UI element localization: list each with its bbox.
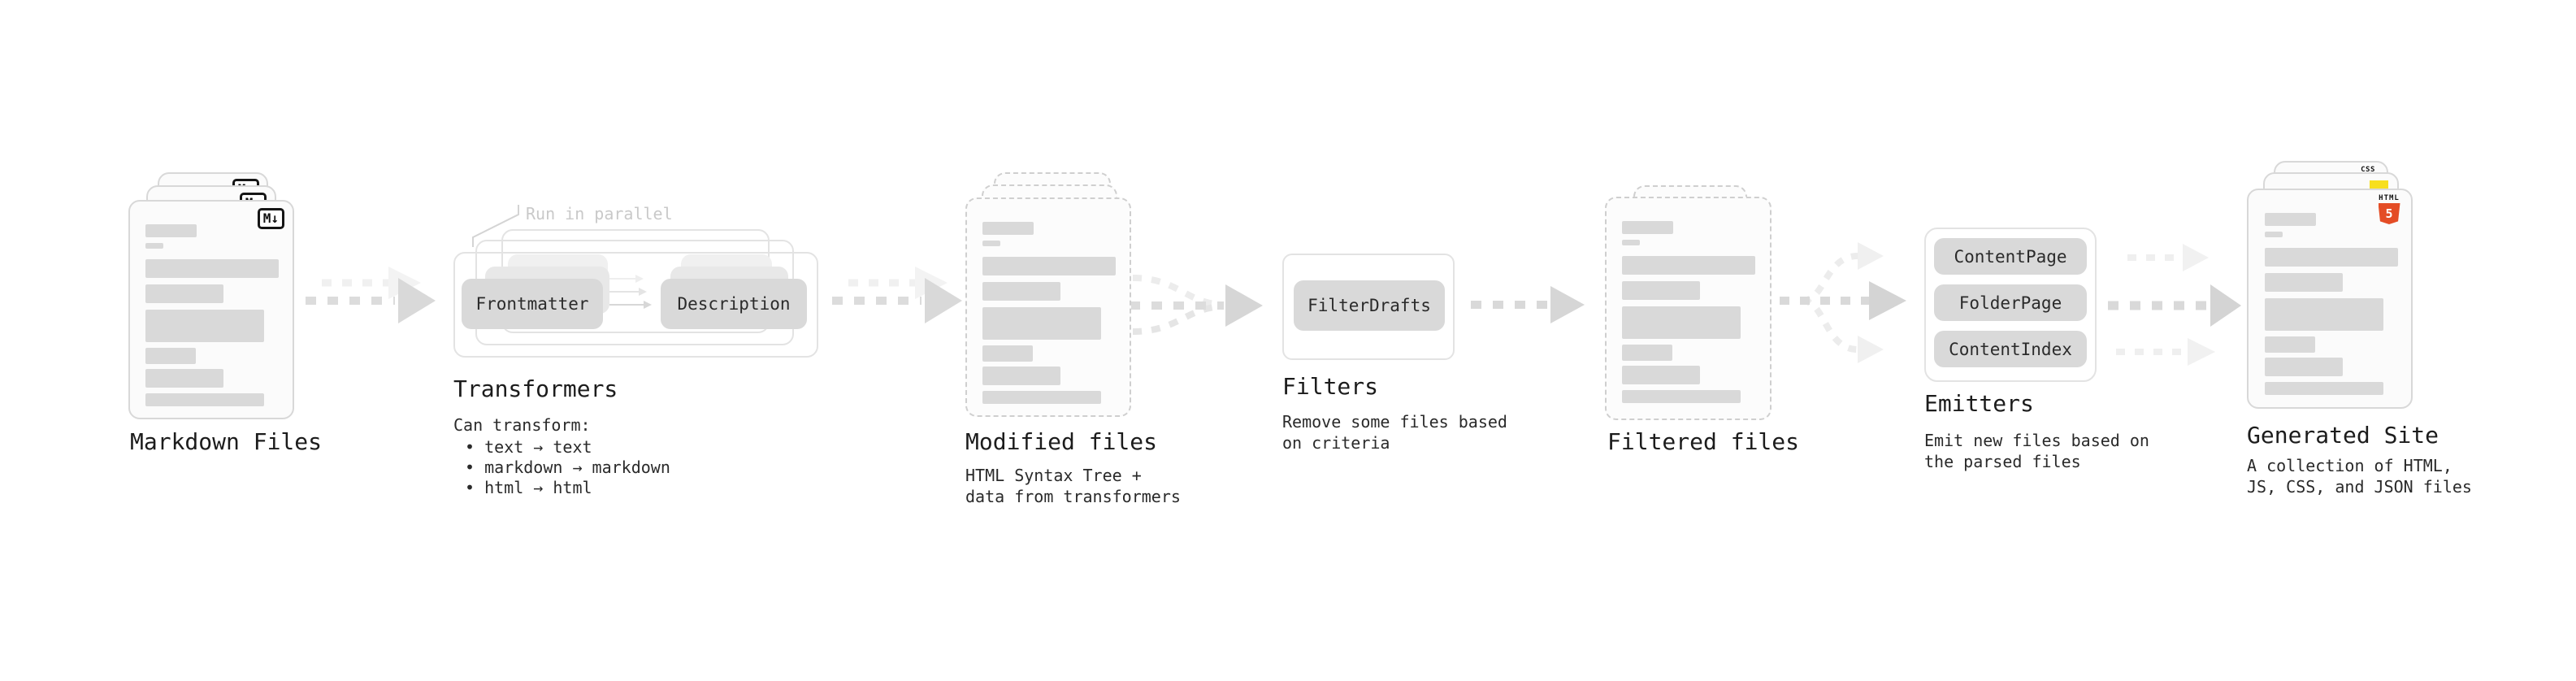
emitters-box	[1924, 228, 2097, 382]
doc-line-bar	[145, 310, 264, 342]
stage-title-modified-files: Modified files	[965, 428, 1158, 455]
stage-title-filters: Filters	[1282, 373, 1379, 400]
doc-line-bar	[145, 224, 197, 237]
list-item: • html → html	[465, 478, 592, 497]
doc-line-bar	[982, 307, 1101, 340]
modified-file-card-front	[965, 197, 1131, 417]
doc-line-bar	[2265, 336, 2315, 353]
doc-line-bar	[1622, 281, 1700, 300]
css-badge-label: CSS	[2361, 166, 2375, 174]
generated-site-subtitle: A collection of HTML, JS, CSS, and JSON …	[2247, 456, 2472, 497]
list-item: • markdown → markdown	[465, 458, 670, 477]
flow-arrow-filters-to-filtered	[1471, 286, 1585, 323]
doc-line-bar	[145, 243, 163, 249]
doc-line-bar	[982, 345, 1033, 362]
site-file-card-html: HTML 5	[2247, 189, 2413, 409]
doc-line-bar	[1622, 345, 1672, 361]
doc-line-bar	[145, 284, 223, 303]
doc-line-bar	[1622, 240, 1640, 245]
document-text-placeholder	[2265, 213, 2398, 395]
flow-arrow-transformers-to-modified	[832, 267, 962, 323]
transformer-pill-frontmatter: Frontmatter	[462, 279, 603, 329]
transformer-pill-description: Description	[661, 279, 807, 329]
filters-box	[1282, 254, 1455, 360]
doc-line-bar	[145, 348, 196, 364]
html5-icon: HTML 5	[2374, 194, 2404, 224]
modified-files-subtitle: HTML Syntax Tree + data from transformer…	[965, 466, 1181, 506]
document-text-placeholder	[1622, 221, 1755, 403]
markdown-file-card-front: M↓	[128, 200, 294, 419]
emitter-pill-contentpage: ContentPage	[1934, 238, 2087, 275]
markdown-icon: M↓	[257, 208, 284, 229]
doc-line-bar	[982, 367, 1060, 385]
emitter-pill-contentindex: ContentIndex	[1934, 331, 2087, 367]
doc-line-bar	[1622, 306, 1741, 339]
doc-line-bar	[1622, 390, 1741, 403]
html5-shield: 5	[2378, 203, 2400, 224]
doc-line-bar	[982, 222, 1034, 235]
stage-title-generated-site: Generated Site	[2247, 422, 2439, 449]
filtered-file-card-front	[1605, 197, 1772, 420]
doc-line-bar	[145, 369, 223, 388]
doc-line-bar	[982, 282, 1060, 301]
stage-title-filtered-files: Filtered files	[1607, 428, 1800, 455]
flow-arrow-merge-to-filters	[1130, 275, 1263, 335]
doc-line-bar	[982, 257, 1116, 275]
filters-subtitle: Remove some files based on criteria	[1282, 412, 1507, 453]
doc-line-bar	[145, 393, 264, 406]
doc-line-bar	[1622, 366, 1700, 384]
doc-line-bar	[2265, 273, 2343, 292]
list-item: • text → text	[465, 437, 592, 457]
doc-line-bar	[982, 391, 1101, 404]
emitters-subtitle: Emit new files based on the parsed files	[1924, 431, 2149, 471]
transformers-subtitle: Can transform:	[453, 415, 591, 435]
doc-line-bar	[2265, 298, 2383, 331]
filter-pill-filterdrafts: FilterDrafts	[1294, 280, 1445, 331]
transformer-layer-box-front	[453, 252, 818, 358]
doc-line-bar	[2265, 382, 2383, 395]
doc-line-bar	[1622, 221, 1673, 234]
stage-title-emitters: Emitters	[1924, 390, 2034, 417]
flow-arrows-emitters-to-site	[2108, 244, 2241, 366]
emitter-pill-folderpage: FolderPage	[1934, 284, 2087, 321]
js-icon	[2370, 180, 2388, 190]
html5-badge-number: 5	[2385, 206, 2393, 221]
transformers-capability-list: • text → text • markdown → markdown • ht…	[465, 437, 670, 498]
doc-line-bar	[2265, 213, 2316, 226]
doc-line-bar	[2265, 358, 2343, 376]
doc-line-bar	[2265, 232, 2283, 237]
stage-title-markdown-files: Markdown Files	[130, 428, 323, 455]
html5-badge-word: HTML	[2379, 194, 2400, 202]
stage-title-transformers: Transformers	[453, 375, 618, 402]
flow-arrow-markdown-to-transformers	[306, 267, 436, 323]
run-in-parallel-annotation: Run in parallel	[526, 204, 673, 223]
doc-line-bar	[1622, 256, 1755, 275]
document-text-placeholder	[145, 224, 279, 406]
doc-line-bar	[2265, 248, 2398, 267]
parallel-step-arrows	[609, 275, 652, 309]
doc-line-bar	[145, 259, 279, 278]
flow-arrow-split-to-emitters	[1780, 242, 1906, 363]
doc-line-bar	[982, 241, 1000, 246]
document-text-placeholder	[982, 222, 1116, 404]
annotation-leader-line	[472, 205, 519, 247]
